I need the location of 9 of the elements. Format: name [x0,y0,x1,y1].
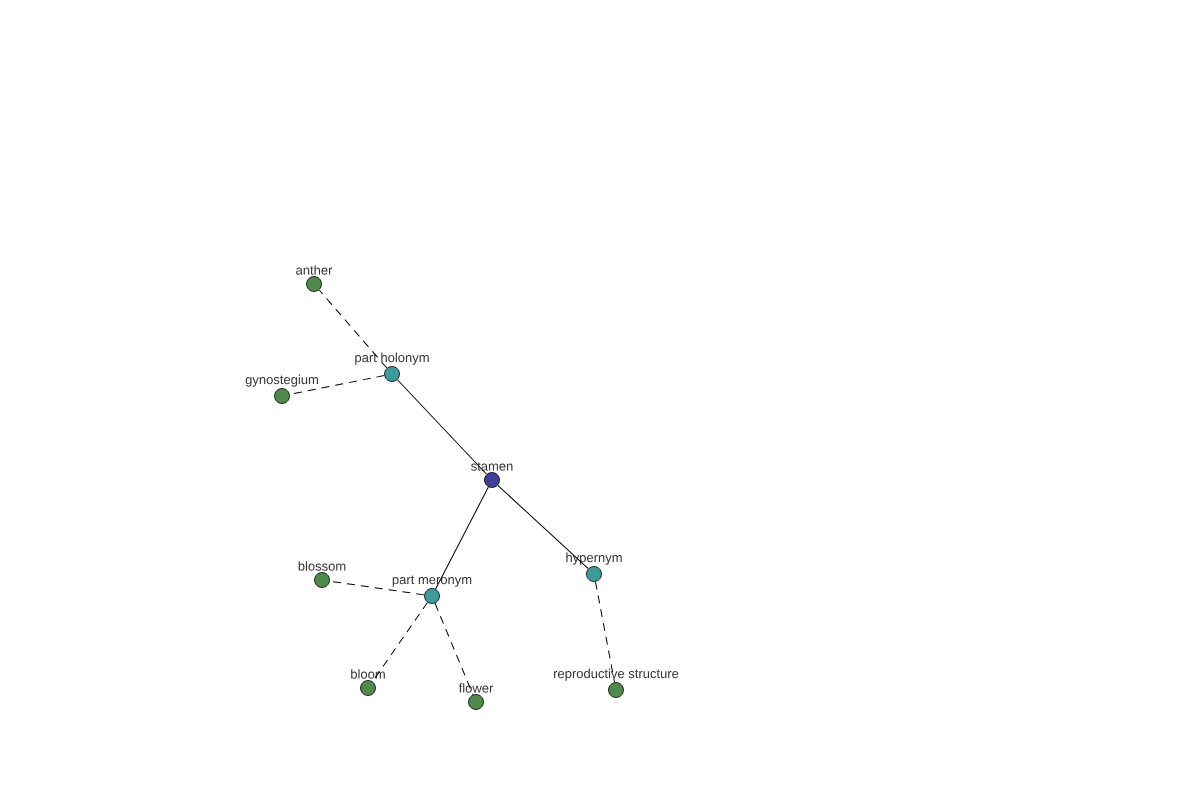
connector-line [595,581,616,683]
connector-line [289,375,385,395]
connector-line [372,602,428,682]
connector-line [497,484,589,570]
connector-line [434,602,474,696]
connector-line [329,580,425,596]
connector-line [396,379,488,475]
connector-line [435,486,489,590]
connector-line [318,289,388,369]
